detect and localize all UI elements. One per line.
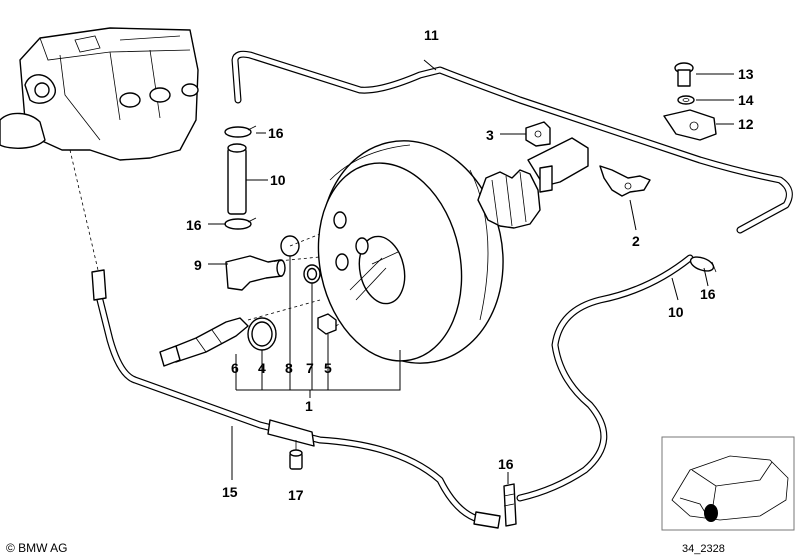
vacuum-hose-10-right [516,254,694,502]
callout-14: 14 [738,92,754,108]
copyright-label: © BMW AG [6,541,68,555]
callout-1: 1 [305,398,313,414]
diagram-ref: 34_2328 [682,543,725,555]
vehicle-location-inset: 34_2328 [661,436,795,555]
clevis [527,137,589,193]
callout-4: 4 [258,360,266,376]
pin-2 [599,165,651,197]
callout-8: 8 [285,360,293,376]
hose-section-10 [227,143,247,215]
callout-17: 17 [288,487,304,503]
bolt-13 [674,62,694,87]
callout-11: 11 [424,27,439,43]
callout-12: 12 [738,116,754,132]
holder-12 [663,109,717,141]
booster-boot [477,169,541,229]
check-valve-body [267,419,315,447]
callout-16-middle: 16 [186,217,202,233]
sensor-6 [159,317,249,367]
callout-16-right: 16 [700,286,716,302]
washer-14 [677,95,695,105]
callout-10-left: 10 [270,172,286,188]
leader-lines [208,59,734,484]
callout-9: 9 [194,257,202,273]
clamp-lower [224,217,257,230]
hose-connector [473,511,501,529]
vacuum-hose-11 [231,50,793,234]
vacuum-line-15 [96,296,479,522]
bracket-3 [525,121,551,147]
callout-5: 5 [324,360,332,376]
connection-dashline [69,149,99,271]
callout-labels: 1 2 3 4 5 6 7 8 9 10 10 11 12 13 14 15 1… [186,27,754,503]
callout-13: 13 [738,66,754,82]
hose-end-fitting [91,269,107,301]
callout-16-top: 16 [268,125,284,141]
clamp-bottom [503,483,517,527]
clamp-right [689,256,717,273]
callout-6: 6 [231,360,239,376]
engine-illustration [0,27,199,161]
clamp-upper [224,125,257,138]
callout-10-right: 10 [668,304,684,320]
elbow-connector-9 [225,255,286,291]
callout-2: 2 [632,233,640,249]
callout-3: 3 [486,127,494,143]
nut-5 [317,313,337,335]
callout-7: 7 [306,360,314,376]
cap-17 [289,449,303,470]
callout-16-bottom: 16 [498,456,514,472]
location-marker [704,504,718,522]
callout-15: 15 [222,484,238,500]
brake-booster-1 [317,140,504,364]
